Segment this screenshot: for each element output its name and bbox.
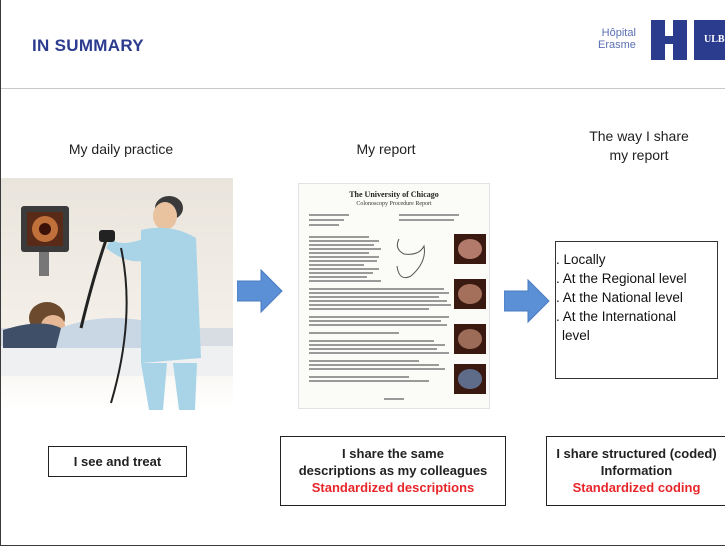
- practice-caption: I see and treat: [48, 446, 187, 477]
- share-levels-box: . Locally . At the Regional level . At t…: [555, 241, 718, 379]
- share-level-item: level: [562, 328, 590, 343]
- report-caption: I share the same descriptions as my coll…: [280, 436, 506, 506]
- share-level-item: . Locally: [556, 252, 606, 267]
- share-level-item: . At the International: [556, 309, 677, 324]
- page-title: IN SUMMARY: [32, 36, 144, 55]
- colonoscopy-report-document: The University of Chicago Colonoscopy Pr…: [298, 183, 490, 409]
- ulb-logo: ULB: [694, 20, 725, 60]
- doctor-patient-image: [1, 196, 233, 410]
- erasme-logo-icon: [651, 20, 687, 60]
- arrow-right-icon: [237, 268, 283, 314]
- arrow-right-icon: [504, 278, 550, 324]
- share-caption: I share structured (coded) Information S…: [546, 436, 725, 506]
- share-heading: The way I share my report: [589, 128, 689, 163]
- header-bar: IN SUMMARY Hôpital Erasme ULB: [1, 0, 725, 89]
- hospital-logo-text: Hôpital Erasme: [598, 27, 636, 51]
- report-subtitle: Colonoscopy Procedure Report: [356, 201, 432, 207]
- share-level-item: . At the Regional level: [556, 271, 687, 286]
- report-heading: My report: [356, 141, 416, 157]
- standardized-coding-label: Standardized coding: [572, 480, 701, 495]
- standardized-descriptions-label: Standardized descriptions: [311, 480, 475, 495]
- endoscopy-illustration: [1, 178, 233, 410]
- share-level-item: . At the National level: [556, 290, 683, 305]
- report-body-text: [309, 214, 486, 400]
- report-title: The University of Chicago: [349, 190, 439, 199]
- practice-heading: My daily practice: [68, 141, 174, 157]
